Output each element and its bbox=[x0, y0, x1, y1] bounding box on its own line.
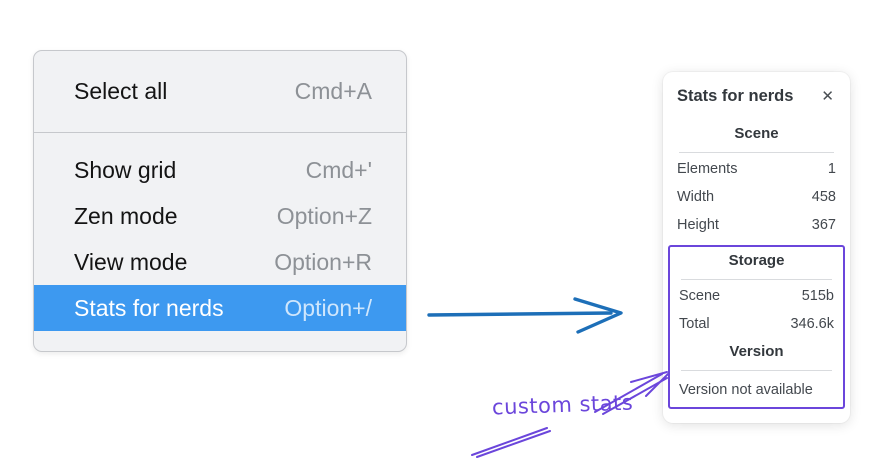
menu-item-label: Show grid bbox=[74, 156, 177, 183]
menu-section-bottom: Show grid Cmd+' Zen mode Option+Z View m… bbox=[34, 133, 406, 349]
storage-section: Storage Scene 515b Total 346.6k bbox=[679, 251, 834, 338]
stats-panel: Stats for nerds ✕ Scene Elements 1 Width… bbox=[663, 72, 850, 423]
menu-item-view-mode[interactable]: View mode Option+R bbox=[34, 239, 406, 285]
close-icon[interactable]: ✕ bbox=[821, 87, 834, 105]
stat-row-height: Height 367 bbox=[677, 211, 836, 239]
menu-item-zen-mode[interactable]: Zen mode Option+Z bbox=[34, 193, 406, 239]
stat-label: Scene bbox=[679, 288, 721, 304]
stat-value: 346.6k bbox=[790, 316, 834, 332]
menu-item-shortcut: Option+Z bbox=[276, 202, 372, 229]
stat-row-scene-storage: Scene 515b bbox=[679, 282, 834, 310]
stats-panel-header: Stats for nerds ✕ bbox=[677, 84, 836, 108]
version-note: Version not available bbox=[679, 382, 813, 398]
stat-value: 367 bbox=[811, 217, 836, 233]
stats-panel-title: Stats for nerds bbox=[677, 86, 794, 105]
scene-section: Scene Elements 1 Width 458 Height 367 bbox=[677, 124, 836, 239]
menu-item-shortcut: Option+/ bbox=[284, 294, 372, 321]
menu-section-top: Select all Cmd+A bbox=[34, 51, 406, 132]
menu-item-shortcut: Option+R bbox=[274, 248, 372, 275]
menu-item-label: Select all bbox=[74, 78, 168, 104]
stat-label: Width bbox=[677, 189, 715, 205]
menu-item-label: Zen mode bbox=[74, 202, 178, 229]
section-rule bbox=[679, 152, 834, 153]
section-rule bbox=[681, 279, 832, 280]
stat-label: Total bbox=[679, 316, 710, 332]
custom-stats-highlight-box: Storage Scene 515b Total 346.6k Version … bbox=[668, 245, 845, 409]
menu-divider bbox=[34, 132, 406, 133]
version-section: Version Version not available bbox=[679, 342, 834, 401]
menu-item-stats-for-nerds[interactable]: Stats for nerds Option+/ bbox=[34, 285, 406, 331]
menu-item-label: View mode bbox=[74, 248, 188, 275]
stat-row-width: Width 458 bbox=[677, 183, 836, 211]
menu-item-select-all[interactable]: Select all Cmd+A bbox=[34, 51, 406, 132]
stat-row-total-storage: Total 346.6k bbox=[679, 310, 834, 338]
stat-label: Height bbox=[677, 217, 719, 233]
menu-item-shortcut: Cmd+A bbox=[294, 78, 372, 104]
context-menu: Select all Cmd+A Show grid Cmd+' Zen mod… bbox=[33, 50, 407, 352]
stat-value: 1 bbox=[827, 161, 836, 177]
version-section-header: Version bbox=[729, 343, 784, 360]
menu-item-shortcut: Cmd+' bbox=[305, 156, 372, 183]
scene-section-header: Scene bbox=[734, 125, 779, 142]
stat-value: 458 bbox=[811, 189, 836, 205]
menu-item-show-grid[interactable]: Show grid Cmd+' bbox=[34, 147, 406, 193]
storage-section-header: Storage bbox=[728, 252, 785, 269]
stat-row-elements: Elements 1 bbox=[677, 155, 836, 183]
menu-item-label: Stats for nerds bbox=[74, 294, 224, 321]
annotation-label: custom stats bbox=[491, 390, 634, 420]
section-rule bbox=[681, 370, 832, 371]
stat-label: Elements bbox=[677, 161, 738, 177]
menu-to-panel-arrow bbox=[427, 297, 623, 334]
stat-value: 515b bbox=[801, 288, 834, 304]
